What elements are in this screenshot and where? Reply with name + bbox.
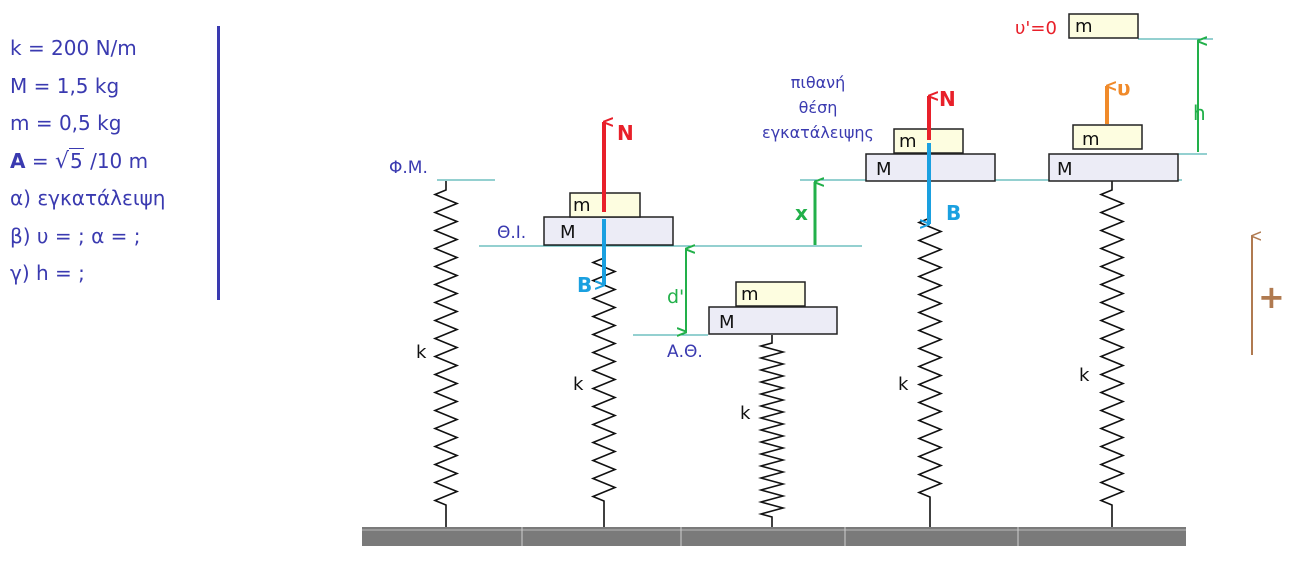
amplitude-symbol: A [10, 148, 26, 173]
given-small-mass: m = 0,5 kg [10, 111, 122, 135]
spring-constant-label: k [1079, 365, 1090, 386]
final-velocity-label: υ'=0 [1015, 18, 1057, 39]
possible-release-label-3: εγκατάλειψης [762, 123, 874, 142]
spring [757, 335, 787, 527]
block-small-mass-top [1068, 13, 1139, 39]
ground [362, 527, 1186, 546]
amplitude-radicand: 5 [69, 147, 84, 173]
weight-label: B [946, 201, 961, 225]
displacement-x-label: x [795, 201, 808, 225]
question-b: β) υ = ; α = ; [10, 223, 141, 248]
block-small-mass-label: m [899, 131, 917, 152]
amplitude-rest: /10 m [83, 148, 149, 173]
normal-force-label: N [939, 87, 956, 111]
question-c: γ) h = ; [10, 261, 85, 285]
initial-position-label: Θ.Ι. [497, 223, 526, 243]
normal-force-label: N [617, 121, 634, 145]
given-data-panel: k = 200 N/m M = 1,5 kg m = 0,5 kg A = √5… [10, 30, 165, 293]
weight-label: B [577, 273, 592, 297]
block-small-mass-label: m [1082, 129, 1100, 150]
natural-length-label: Φ.Μ. [389, 158, 428, 178]
spring [1098, 181, 1126, 527]
positive-direction-label: + [1258, 278, 1285, 316]
block-small-mass-label: m [1075, 16, 1093, 37]
block-small-mass-label: m [573, 195, 591, 216]
compression-d-label: d' [667, 286, 684, 308]
given-amplitude: A = √5 /10 m [10, 143, 165, 181]
spring [432, 181, 460, 527]
block-big-mass-label: M [1057, 159, 1073, 180]
spring-constant-label: k [740, 403, 751, 424]
block-big-mass-label: M [560, 222, 576, 243]
spring-constant-label: k [416, 342, 427, 363]
given-divider [217, 26, 220, 300]
question-a: α) εγκατάλειψη [10, 186, 166, 210]
block-small-mass [735, 281, 806, 307]
given-big-mass: M = 1,5 kg [10, 73, 120, 98]
possible-release-label-2: θέση [799, 98, 838, 117]
block-big-mass [708, 306, 838, 335]
amplitude-equals: = [25, 148, 55, 173]
block-big-mass-label: M [876, 159, 892, 180]
block-small-mass-label: m [741, 284, 759, 305]
possible-release-label-1: πιθανή [791, 73, 845, 92]
sqrt-icon: √ [54, 148, 69, 174]
height-h-label: h [1193, 101, 1206, 125]
block-big-mass-label: M [719, 312, 735, 333]
spring [590, 247, 618, 527]
spring [916, 181, 944, 527]
given-k: k = 200 N/m [10, 36, 137, 60]
velocity-label: υ [1117, 76, 1131, 100]
spring-constant-label: k [898, 374, 909, 395]
equilibrium-label: Α.Θ. [667, 342, 703, 362]
block-small-mass [1072, 124, 1143, 150]
spring-constant-label: k [573, 374, 584, 395]
block-big-mass [1048, 153, 1179, 182]
